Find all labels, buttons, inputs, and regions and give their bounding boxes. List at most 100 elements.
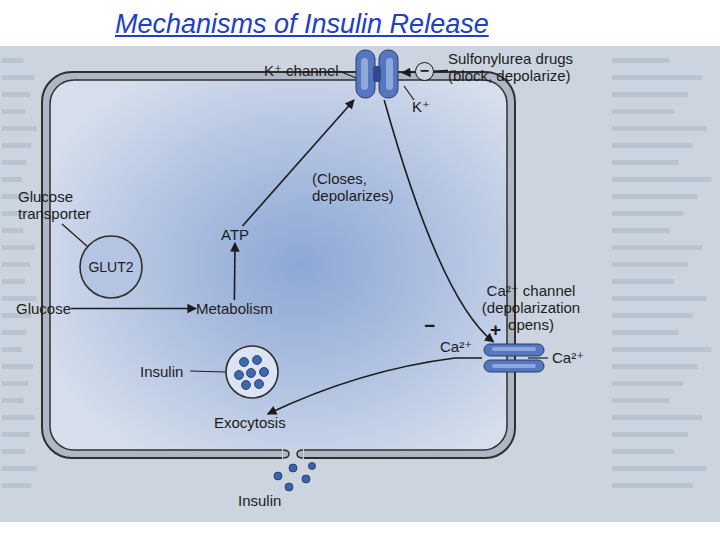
ion-label: K⁺ — [412, 98, 430, 115]
flow-arrow — [384, 100, 493, 342]
node-label: Glucose — [16, 300, 71, 317]
print-texture — [612, 245, 702, 250]
print-texture — [612, 143, 693, 148]
polarity-sign: + — [490, 320, 501, 339]
node-heading: K⁺ channel — [264, 62, 339, 79]
node-heading: Insulin — [140, 363, 183, 380]
vesicle-membrane — [226, 346, 278, 398]
polarity-sign: − — [424, 316, 435, 335]
node-label: ATP — [221, 226, 249, 243]
node-label: Metabolism — [196, 300, 273, 317]
print-texture — [2, 449, 25, 454]
print-texture — [2, 75, 35, 80]
print-texture — [2, 398, 23, 403]
channel-highlight — [492, 347, 536, 351]
print-texture — [2, 330, 27, 335]
page-photo — [0, 46, 720, 522]
exocytosis-opening — [282, 449, 304, 461]
print-texture — [2, 92, 30, 97]
ion-label: Ca²⁺ — [552, 349, 584, 366]
process-step: Exocytosis — [214, 414, 286, 431]
flow-arrow — [243, 100, 355, 226]
print-texture — [612, 415, 702, 420]
transporter-node: GLUT2 — [78, 234, 144, 300]
print-texture — [2, 58, 23, 63]
ion-flow-line — [404, 86, 414, 100]
flow-arrow — [234, 243, 236, 300]
print-texture — [2, 432, 30, 437]
vesicle-shape — [224, 344, 280, 400]
print-texture — [612, 466, 707, 471]
print-texture — [2, 245, 35, 250]
membrane-lip — [283, 450, 289, 458]
process-step: Metabolism — [196, 300, 273, 317]
process-step: Glucose — [16, 300, 71, 317]
print-texture — [2, 228, 23, 233]
channel-highlight — [386, 58, 393, 90]
channel-subunit — [356, 50, 375, 98]
print-texture — [2, 109, 25, 114]
print-texture — [612, 92, 688, 97]
node-heading: Ca²⁺ channel (depolarization opens) — [472, 282, 590, 333]
ion-flow-line — [528, 357, 548, 358]
inhibition-sign: − — [415, 62, 434, 81]
print-texture — [2, 364, 33, 369]
ca-channel-shape — [482, 342, 546, 374]
leader-line — [190, 371, 226, 372]
print-texture — [2, 177, 22, 182]
process-step: ATP — [221, 226, 249, 243]
secretory-vesicle: Insulin — [224, 344, 280, 400]
leader-line — [339, 71, 356, 78]
print-texture — [2, 466, 36, 471]
k-channel-shape — [352, 48, 402, 100]
print-texture — [2, 483, 32, 488]
ion-channel: Ca²⁺ channel (depolarization opens) — [482, 342, 546, 374]
print-texture — [612, 381, 683, 386]
callout-label: Glucose transporter — [18, 188, 108, 222]
membrane-lip — [297, 450, 303, 458]
print-texture — [612, 347, 711, 352]
faint-print — [2, 58, 711, 488]
print-texture — [612, 177, 711, 182]
insulin-granules — [274, 463, 316, 492]
print-texture — [612, 296, 707, 301]
print-texture — [2, 126, 36, 131]
print-texture — [612, 364, 697, 369]
print-texture — [2, 381, 28, 386]
node-label: GLUT2 — [78, 259, 144, 276]
print-texture — [612, 211, 683, 216]
print-texture — [612, 483, 693, 488]
node-label: Insulin — [238, 492, 281, 509]
print-texture — [612, 228, 669, 233]
print-texture — [2, 415, 35, 420]
insulin-granules — [235, 356, 269, 390]
flow-arrow — [268, 358, 482, 414]
channel-highlight — [492, 364, 536, 368]
print-texture — [612, 449, 674, 454]
ion-label: Ca²⁺ — [440, 338, 472, 355]
print-texture — [612, 279, 674, 284]
secreted-product: Insulin — [238, 492, 281, 509]
print-texture — [612, 194, 697, 199]
channel-gate — [373, 66, 381, 82]
diagram-title: Mechanisms of Insulin Release — [115, 8, 489, 40]
print-texture — [2, 143, 32, 148]
cell-membrane — [42, 72, 515, 458]
print-texture — [612, 432, 688, 437]
print-texture — [612, 313, 693, 318]
print-texture — [612, 126, 707, 131]
channel-subunit — [379, 50, 398, 98]
print-texture — [612, 75, 702, 80]
print-texture — [612, 262, 688, 267]
print-texture — [612, 160, 679, 165]
ion-channel: K⁺ channel — [352, 48, 402, 100]
print-texture — [612, 109, 674, 114]
print-texture — [2, 279, 25, 284]
print-texture — [2, 262, 30, 267]
flow-arrow — [71, 308, 196, 310]
leader-line — [62, 224, 88, 247]
node-label: Sulfonylurea drugs (block, depolarize) — [448, 50, 590, 84]
print-texture — [612, 330, 679, 335]
